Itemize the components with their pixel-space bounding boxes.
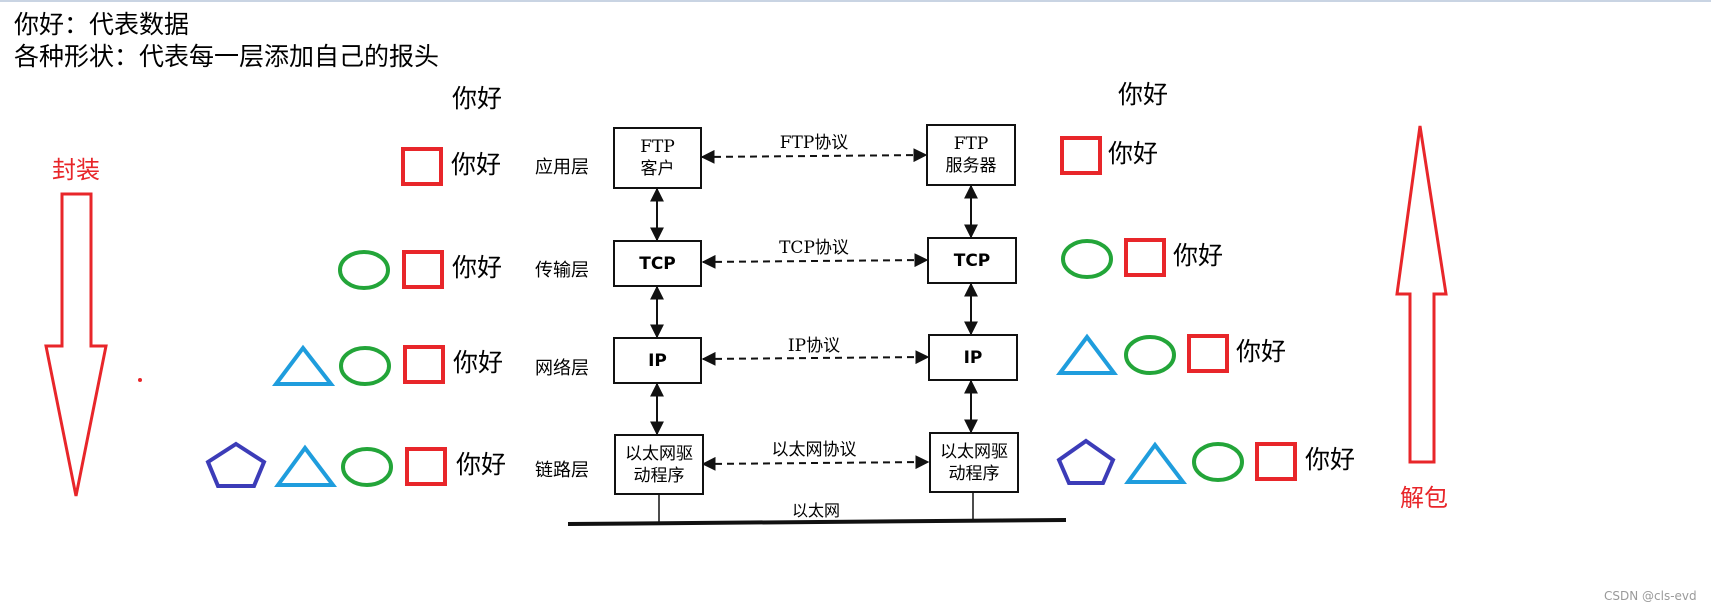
client-driver-line2: 动程序 [633, 465, 685, 486]
server-ip-box: IP [928, 334, 1018, 381]
left-link-square [405, 447, 447, 486]
left-network-data: 你好 [453, 348, 504, 377]
encapsulation-down-arrow [44, 192, 108, 497]
intro-line-data: 你好：代表数据 [14, 10, 190, 39]
server-tcp-box: TCP [927, 237, 1017, 284]
right-network-data: 你好 [1236, 337, 1287, 366]
left-app-data: 你好 [451, 150, 502, 179]
server-ip-label: IP [963, 347, 983, 368]
layer-label-transport: 传输层 [535, 260, 589, 281]
left-link-data: 你好 [456, 450, 507, 479]
tcp-protocol-arrow [701, 253, 929, 269]
right-network-square [1187, 334, 1229, 373]
ftp-protocol-label: FTP协议 [779, 133, 849, 153]
right-app-square [1060, 136, 1102, 175]
stray-dot [138, 378, 142, 382]
layer-label-network: 网络层 [535, 358, 589, 379]
csdn-watermark: CSDN @cls-evd [1604, 589, 1697, 603]
right-app-data: 你好 [1108, 139, 1159, 168]
ip-protocol-arrow [701, 350, 930, 366]
right-transport-ellipse [1061, 239, 1113, 279]
client-driver-line1: 以太网驱 [625, 443, 693, 464]
server-ethernet-driver-box: 以太网驱 动程序 [929, 432, 1019, 493]
right-link-square [1255, 442, 1297, 481]
ftp-protocol-arrow [700, 148, 928, 164]
left-link-pentagon [205, 441, 267, 488]
client-tcp-box: TCP [613, 240, 702, 287]
server-ftp-line1: FTP [953, 134, 989, 154]
right-link-data: 你好 [1305, 445, 1356, 474]
left-transport-square [402, 250, 444, 289]
left-app-square [401, 147, 443, 186]
layer-label-application: 应用层 [535, 157, 589, 178]
server-driver-line1: 以太网驱 [940, 441, 1008, 462]
left-network-square [403, 345, 445, 384]
tcp-protocol-label: TCP协议 [779, 238, 849, 258]
client-ip-box: IP [613, 337, 702, 384]
client-ethernet-driver-box: 以太网驱 动程序 [614, 434, 704, 495]
decapsulation-label: 解包 [1400, 484, 1448, 512]
left-transport-ellipse [338, 250, 390, 290]
right-network-triangle [1056, 333, 1118, 375]
right-link-ellipse [1192, 442, 1244, 482]
left-network-ellipse [339, 346, 391, 386]
ethernet-bus-line [567, 518, 1067, 526]
ethernet-network-label: 以太网 [792, 501, 841, 520]
client-ftp-box: FTP 客户 [613, 127, 702, 189]
server-ftp-box: FTP 服务器 [926, 124, 1016, 186]
top-border [0, 0, 1711, 2]
intro-line-shapes: 各种形状：代表每一层添加自己的报头 [14, 42, 440, 71]
left-link-triangle [274, 444, 338, 487]
right-transport-square [1124, 238, 1166, 277]
client-tcp-label: TCP [639, 253, 676, 274]
left-transport-data: 你好 [452, 253, 503, 282]
right-link-pentagon [1056, 438, 1116, 485]
encapsulation-label: 封装 [52, 156, 100, 184]
layer-label-link: 链路层 [535, 460, 589, 481]
right-link-triangle [1124, 441, 1188, 484]
ethernet-protocol-label: 以太网协议 [771, 440, 857, 460]
client-ftp-line1: FTP [640, 137, 675, 157]
right-transport-data: 你好 [1173, 241, 1224, 270]
server-driver-line2: 动程序 [948, 463, 1000, 484]
left-network-triangle [272, 344, 336, 386]
client-ip-label: IP [648, 350, 667, 371]
left-header-data: 你好 [452, 84, 503, 113]
right-network-ellipse [1124, 335, 1176, 375]
server-ftp-line2: 服务器 [945, 156, 997, 176]
left-link-ellipse [341, 447, 393, 487]
ip-protocol-label: IP协议 [787, 336, 841, 356]
ethernet-protocol-arrow [701, 455, 930, 471]
right-header-data: 你好 [1118, 80, 1169, 109]
server-tcp-label: TCP [953, 250, 991, 271]
decapsulation-up-arrow [1395, 125, 1448, 464]
client-ftp-line2: 客户 [640, 159, 675, 179]
